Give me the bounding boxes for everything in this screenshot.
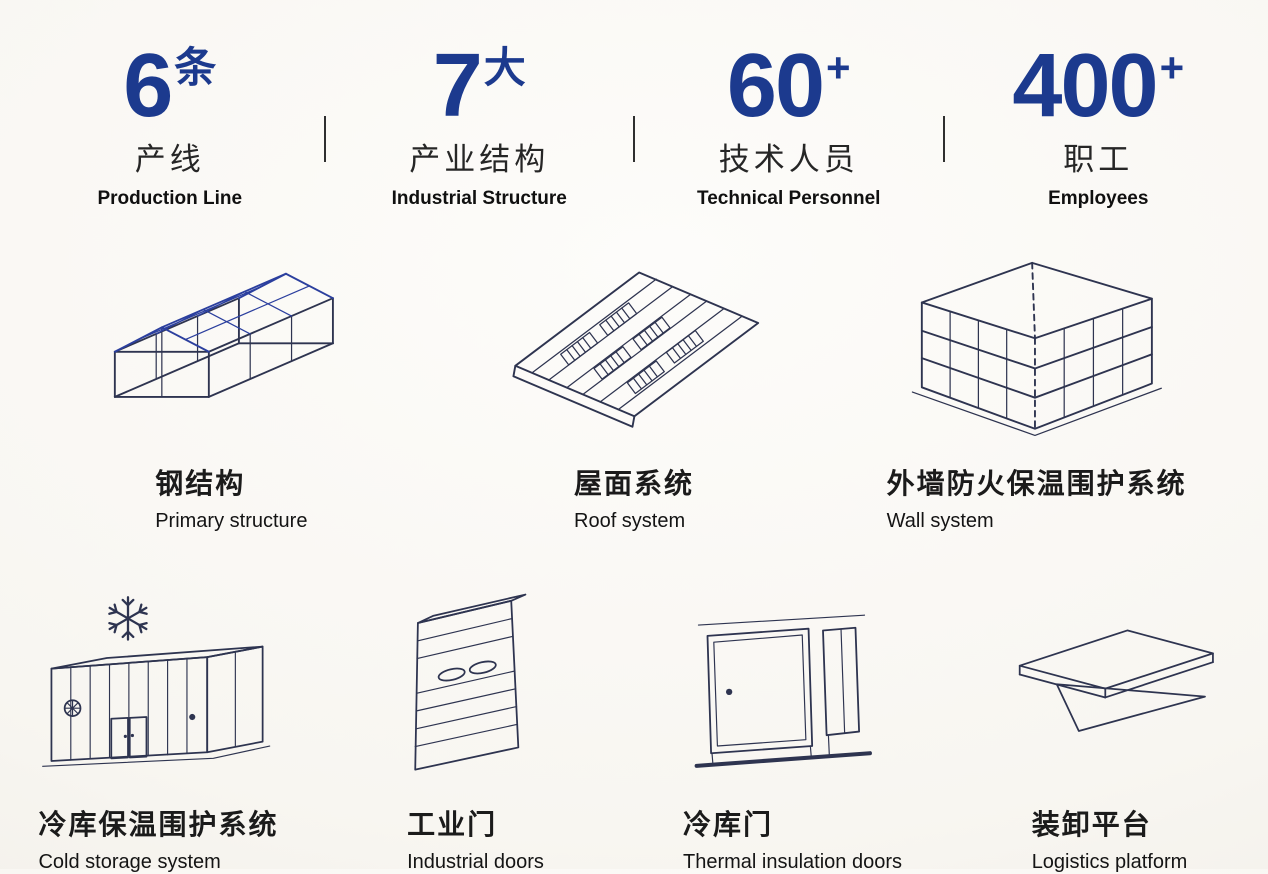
- product-name-en: Logistics platform: [1031, 850, 1188, 873]
- stat-suffix: 条: [174, 44, 217, 91]
- illustration: [18, 581, 300, 783]
- stat-employees: 400 + 职工 Employees: [945, 36, 1253, 210]
- product-caption: 冷库门 Thermal insulation doors: [683, 783, 902, 874]
- products-grid: 钢结构 Primary structure: [0, 240, 1268, 874]
- illustration: [995, 559, 1224, 783]
- illustration: [81, 240, 382, 442]
- product-row-2: 冷库保温围护系统 Cold storage system: [0, 559, 1268, 874]
- stat-divider: [942, 116, 945, 162]
- product-name-en: Cold storage system: [38, 850, 221, 873]
- stat-number: 7: [432, 36, 483, 136]
- product-name-cn: 冷库保温围护系统: [38, 808, 279, 840]
- stats-row: 6 条 产线 Production Line 7 大 产业结构 Industri…: [0, 0, 1268, 210]
- product-caption: 冷库保温围护系统 Cold storage system: [38, 783, 278, 874]
- product-row-1: 钢结构 Primary structure: [0, 240, 1268, 533]
- product-caption: 外墙防火保温围护系统 Wall system: [887, 442, 1187, 533]
- product-wall-system: 外墙防火保温围护系统 Wall system: [835, 240, 1238, 533]
- product-cold-storage: 冷库保温围护系统 Cold storage system: [0, 581, 317, 874]
- product-name-cn: 工业门: [407, 808, 498, 840]
- stat-label-cn: 产线: [134, 141, 205, 177]
- stat-number-row: 7 大: [432, 36, 526, 136]
- stat-technical-personnel: 60 + 技术人员 Technical Personnel: [635, 36, 943, 210]
- stat-number: 60: [726, 36, 825, 136]
- product-name-en: Roof system: [574, 509, 686, 532]
- stat-label-cn: 技术人员: [718, 141, 859, 177]
- product-name-en: Thermal insulation doors: [683, 850, 902, 873]
- product-industrial-door: 工业门 Industrial doors: [317, 581, 634, 874]
- product-name-cn: 装卸平台: [1031, 808, 1152, 840]
- cold-storage-icon: [41, 595, 270, 767]
- product-name-en: Wall system: [886, 509, 994, 532]
- illustration: [675, 581, 910, 783]
- roof-system-icon: [512, 271, 759, 428]
- stat-divider: [633, 116, 635, 162]
- product-caption: 钢结构 Primary structure: [155, 442, 307, 533]
- illustration: [369, 581, 582, 783]
- stat-number: 400: [1012, 36, 1158, 136]
- snowflake-icon: [105, 595, 150, 641]
- stat-label-en: Technical Personnel: [697, 187, 881, 209]
- product-name-en: Primary structure: [155, 509, 308, 532]
- stat-label-en: Employees: [1048, 187, 1149, 209]
- product-caption: 屋面系统 Roof system: [574, 442, 694, 533]
- illustration: [482, 240, 787, 442]
- insulation-door-icon: [694, 614, 873, 768]
- product-roof-system: 屋面系统 Roof system: [433, 240, 836, 533]
- product-insulation-door: 冷库门 Thermal insulation doors: [634, 581, 951, 874]
- stat-label-cn: 职工: [1063, 141, 1134, 177]
- stat-number-row: 6 条: [123, 36, 217, 136]
- stat-divider: [323, 116, 326, 162]
- product-name-cn: 外墙防火保温围护系统: [886, 467, 1187, 499]
- illustration: [886, 240, 1188, 442]
- stat-number: 6: [123, 36, 173, 136]
- stat-industrial-structure: 7 大 产业结构 Industrial Structure: [326, 36, 634, 210]
- product-name-cn: 钢结构: [155, 467, 246, 499]
- product-name-cn: 冷库门: [683, 808, 774, 840]
- product-name-en: Industrial doors: [407, 850, 544, 873]
- product-steel-structure: 钢结构 Primary structure: [30, 240, 433, 533]
- stat-number-row: 400 +: [1012, 36, 1185, 136]
- stat-number-row: 60 +: [726, 36, 851, 136]
- loading-platform-icon: [1018, 629, 1214, 732]
- stat-suffix: 大: [483, 44, 526, 91]
- product-name-cn: 屋面系统: [574, 467, 695, 499]
- product-caption: 工业门 Industrial doors: [407, 783, 544, 874]
- stat-suffix: +: [1159, 44, 1185, 91]
- wall-system-icon: [911, 261, 1162, 436]
- steel-structure-icon: [113, 272, 334, 398]
- industrial-door-icon: [414, 593, 527, 771]
- product-loading-platform: 装卸平台 Logistics platform: [951, 559, 1268, 874]
- product-caption: 装卸平台 Logistics platform: [1032, 783, 1188, 874]
- stat-production-lines: 6 条 产线 Production Line: [16, 36, 324, 210]
- stat-label-cn: 产业结构: [409, 141, 550, 177]
- stat-suffix: +: [826, 44, 851, 91]
- stat-label-en: Production Line: [97, 187, 243, 209]
- stat-label-en: Industrial Structure: [391, 187, 567, 209]
